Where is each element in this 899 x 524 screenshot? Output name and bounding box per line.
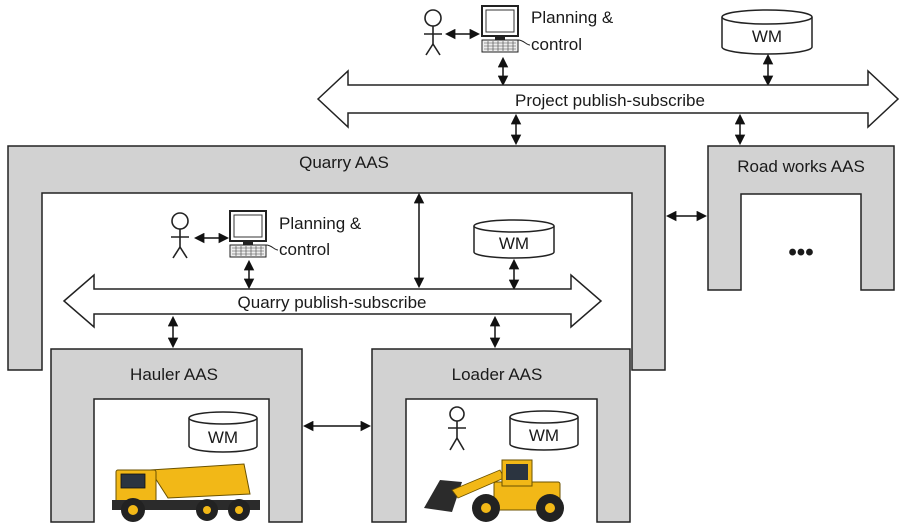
quarry-planning-label-line1: Planning & bbox=[279, 214, 362, 233]
project-person-icon bbox=[424, 9, 442, 56]
project-computer-icon bbox=[481, 5, 531, 53]
loader-wm-label: WM bbox=[529, 426, 559, 445]
hauler-database-icon bbox=[188, 411, 258, 453]
road-works-aas-title: Road works AAS bbox=[737, 157, 865, 176]
articulated-hauler-image bbox=[112, 463, 260, 522]
loader-database-icon bbox=[509, 410, 579, 451]
hauler-aas-frame bbox=[50, 348, 303, 523]
quarry-aas-title: Quarry AAS bbox=[299, 153, 389, 172]
quarry-aas-frame bbox=[7, 145, 666, 371]
wheel-loader-image bbox=[424, 459, 564, 522]
project-planning-label-line2: control bbox=[531, 35, 582, 54]
quarry-planning-label-line2: control bbox=[279, 240, 330, 259]
quarry-bus-label: Quarry publish-subscribe bbox=[238, 293, 427, 312]
hauler-aas-title: Hauler AAS bbox=[130, 365, 218, 384]
loader-aas-title: Loader AAS bbox=[452, 365, 543, 384]
road-works-more-ellipsis: ••• bbox=[788, 239, 813, 266]
project-bus-label: Project publish-subscribe bbox=[515, 91, 705, 110]
project-planning-label-line1: Planning & bbox=[531, 8, 614, 27]
quarry-wm-label: WM bbox=[499, 234, 529, 253]
project-wm-label: WM bbox=[752, 27, 782, 46]
hauler-wm-label: WM bbox=[208, 428, 238, 447]
quarry-database-icon bbox=[473, 219, 555, 259]
project-publish-subscribe-bus bbox=[316, 69, 899, 129]
loader-person-icon bbox=[448, 406, 466, 451]
quarry-publish-subscribe-bus bbox=[62, 273, 603, 329]
quarry-person-icon bbox=[171, 212, 189, 259]
road-works-aas-frame bbox=[707, 145, 895, 291]
loader-aas-frame bbox=[371, 348, 631, 523]
quarry-computer-icon bbox=[229, 210, 279, 258]
